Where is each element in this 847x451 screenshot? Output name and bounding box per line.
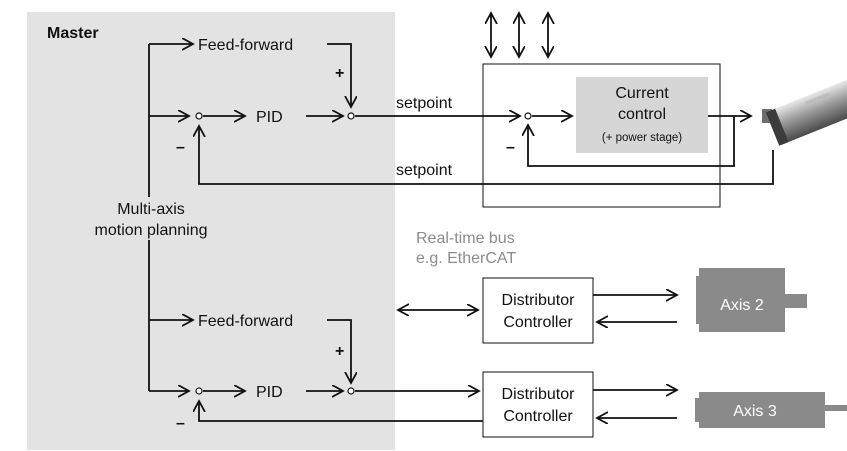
sum-junction-1 [195,112,203,120]
pid1-label: PID [256,109,283,126]
ff1-plus: + [335,65,344,82]
ff1-to-sum2 [327,43,351,107]
planning-label-line2: motion planning [95,222,208,239]
dist2-line2: Controller [503,314,573,331]
dist2-line1: Distributor [502,292,576,309]
sum-junction-4 [347,387,355,395]
sum-junction-2 [347,112,355,120]
sum3-minus: – [176,415,185,432]
axis3-label: Axis 3 [733,403,777,420]
drive-box [482,63,721,208]
planning-label-line1: Multi-axis [117,201,185,218]
ff2-plus: + [335,343,344,360]
drive-minus: – [506,139,515,156]
dist3-feedback [199,401,483,422]
motor-image [762,79,847,146]
master-panel [27,12,395,450]
motor-feedback-line [199,126,774,185]
sum1-minus: – [176,139,185,156]
current-feedback-loop [528,116,735,167]
dist3-line2: Controller [503,408,573,425]
current-label-line2: control [618,106,666,123]
distributor-controller-2 [482,277,594,344]
axis3-motor [695,392,847,428]
setpoint-feedback-label: setpoint [396,162,453,179]
current-label-line3: (+ power stage) [602,132,682,144]
ff1-label: Feed-forward [198,37,293,54]
pid3-label: PID [256,384,283,401]
master-title: Master [47,25,99,42]
bus-label-line2: e.g. EtherCAT [416,250,516,267]
ff2-to-sum4 [327,319,351,383]
bus-label-line1: Real-time bus [416,230,515,247]
axis2-motor [696,268,807,332]
current-label-line1: Current [615,85,669,102]
axis2-label: Axis 2 [720,297,764,314]
sum-junction-3 [195,387,203,395]
distributor-controller-3 [482,371,594,438]
current-control-block [576,77,708,153]
dist3-line1: Distributor [502,386,576,403]
drive-sum-junction [524,112,532,120]
setpoint-out-label: setpoint [396,95,453,112]
ff2-label: Feed-forward [198,313,293,330]
